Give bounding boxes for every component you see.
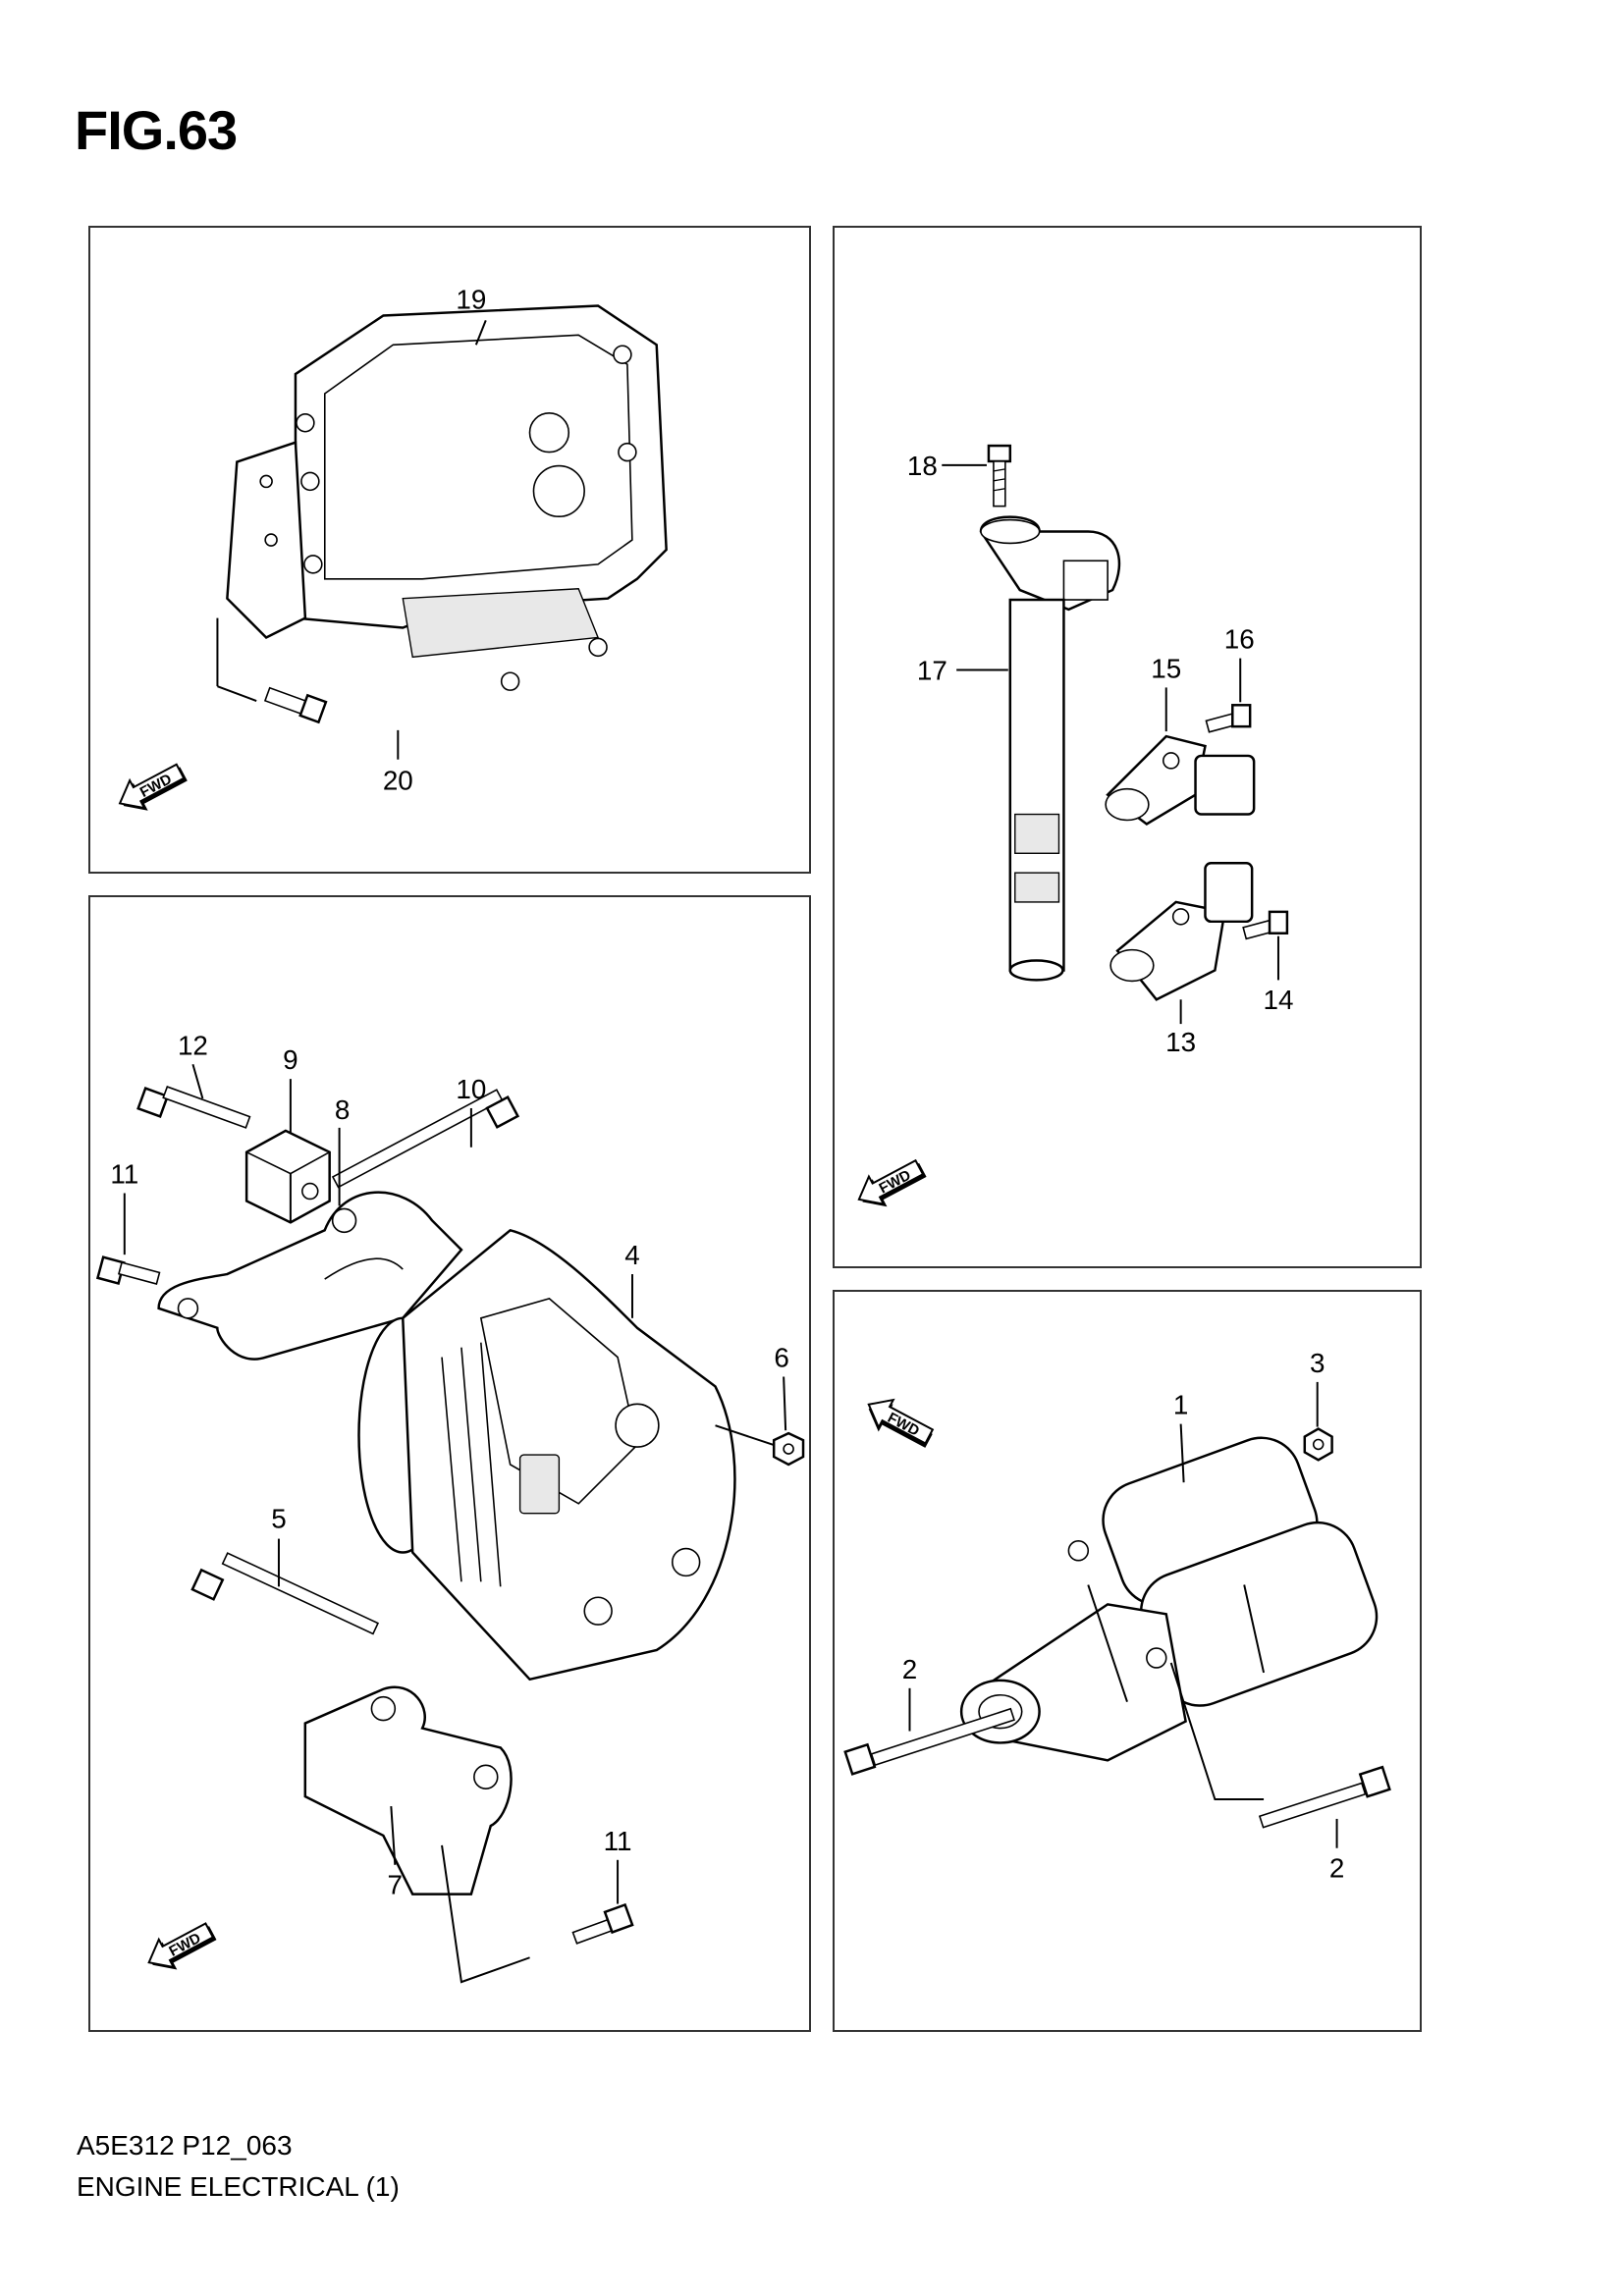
callout-18: 18 bbox=[907, 451, 938, 481]
callout-10: 10 bbox=[456, 1074, 486, 1104]
panel-alternator: 12 9 10 8 11 bbox=[88, 895, 811, 2032]
callout-6: 6 bbox=[774, 1343, 788, 1373]
leader-12 bbox=[191, 1063, 204, 1099]
bolt-16 bbox=[1205, 704, 1252, 733]
panel-ecu: 19 20 FWD bbox=[88, 226, 811, 874]
leader-1 bbox=[1179, 1423, 1185, 1483]
bolt-20 bbox=[216, 617, 328, 724]
callout-11-lower: 11 bbox=[604, 1826, 632, 1856]
callout-5: 5 bbox=[271, 1504, 286, 1534]
bolt-10 bbox=[331, 1089, 520, 1189]
fwd-arrow-icon: FWD bbox=[118, 763, 188, 811]
leader-6 bbox=[783, 1376, 787, 1431]
bracket-8 bbox=[157, 1191, 463, 1361]
callout-8: 8 bbox=[335, 1095, 350, 1125]
callout-15: 15 bbox=[1151, 653, 1181, 683]
bolt-18 bbox=[987, 444, 1012, 507]
leader-19 bbox=[474, 320, 487, 346]
callout-2-left: 2 bbox=[902, 1654, 917, 1684]
bolt-2-right bbox=[1169, 1662, 1391, 1829]
bolt-2-left bbox=[843, 1707, 1015, 1776]
callout-4: 4 bbox=[624, 1240, 639, 1270]
figure-code: A5E312 P12_063 bbox=[77, 2130, 293, 2161]
ecu-drawing: 19 20 FWD bbox=[118, 284, 668, 811]
bolt-12 bbox=[136, 1086, 251, 1129]
spacer-9 bbox=[244, 1129, 331, 1224]
sensor-13 bbox=[1109, 861, 1254, 1001]
callout-19: 19 bbox=[456, 284, 486, 314]
alternator-drawing: 12 9 10 8 11 bbox=[95, 1030, 805, 1984]
panel-ignition-sensors: 18 17 16 15 bbox=[833, 226, 1422, 1268]
fwd-arrow-icon: FWD bbox=[857, 1158, 927, 1207]
callout-14: 14 bbox=[1264, 985, 1294, 1015]
sensor-15 bbox=[1105, 734, 1256, 826]
callout-17: 17 bbox=[917, 655, 947, 685]
figure-caption: ENGINE ELECTRICAL (1) bbox=[77, 2171, 400, 2202]
callout-1: 1 bbox=[1173, 1390, 1188, 1420]
bolt-11-lower bbox=[441, 1844, 634, 1984]
ignition-coil bbox=[979, 515, 1121, 982]
callout-12: 12 bbox=[178, 1030, 208, 1060]
callout-11-upper: 11 bbox=[110, 1159, 138, 1190]
starter-motor bbox=[959, 1436, 1379, 1762]
nut-3 bbox=[1303, 1427, 1333, 1462]
callout-3: 3 bbox=[1310, 1348, 1325, 1378]
callout-20: 20 bbox=[383, 766, 413, 796]
starter-drawing: 3 1 2 2 bbox=[843, 1348, 1391, 1884]
alternator-unit bbox=[357, 1228, 775, 1682]
ecu-unit bbox=[226, 304, 668, 691]
callout-13: 13 bbox=[1165, 1027, 1196, 1057]
fwd-arrow-icon: FWD bbox=[147, 1922, 217, 1970]
figure-title: FIG.63 bbox=[75, 99, 238, 161]
ignition-drawing: 18 17 16 15 bbox=[857, 444, 1294, 1207]
panel-starter: 3 1 2 2 bbox=[833, 1290, 1422, 2032]
fwd-arrow-icon: FWD bbox=[867, 1398, 935, 1448]
nut-6 bbox=[772, 1431, 805, 1467]
leader-7 bbox=[390, 1806, 397, 1865]
bolt-14 bbox=[1242, 910, 1289, 940]
bolt-5 bbox=[190, 1552, 380, 1635]
callout-16: 16 bbox=[1224, 624, 1255, 655]
bolt-11-upper bbox=[95, 1255, 161, 1285]
callout-7: 7 bbox=[388, 1870, 403, 1900]
callout-9: 9 bbox=[283, 1044, 298, 1075]
callout-2-right: 2 bbox=[1329, 1853, 1344, 1884]
bracket-7 bbox=[303, 1685, 513, 1896]
